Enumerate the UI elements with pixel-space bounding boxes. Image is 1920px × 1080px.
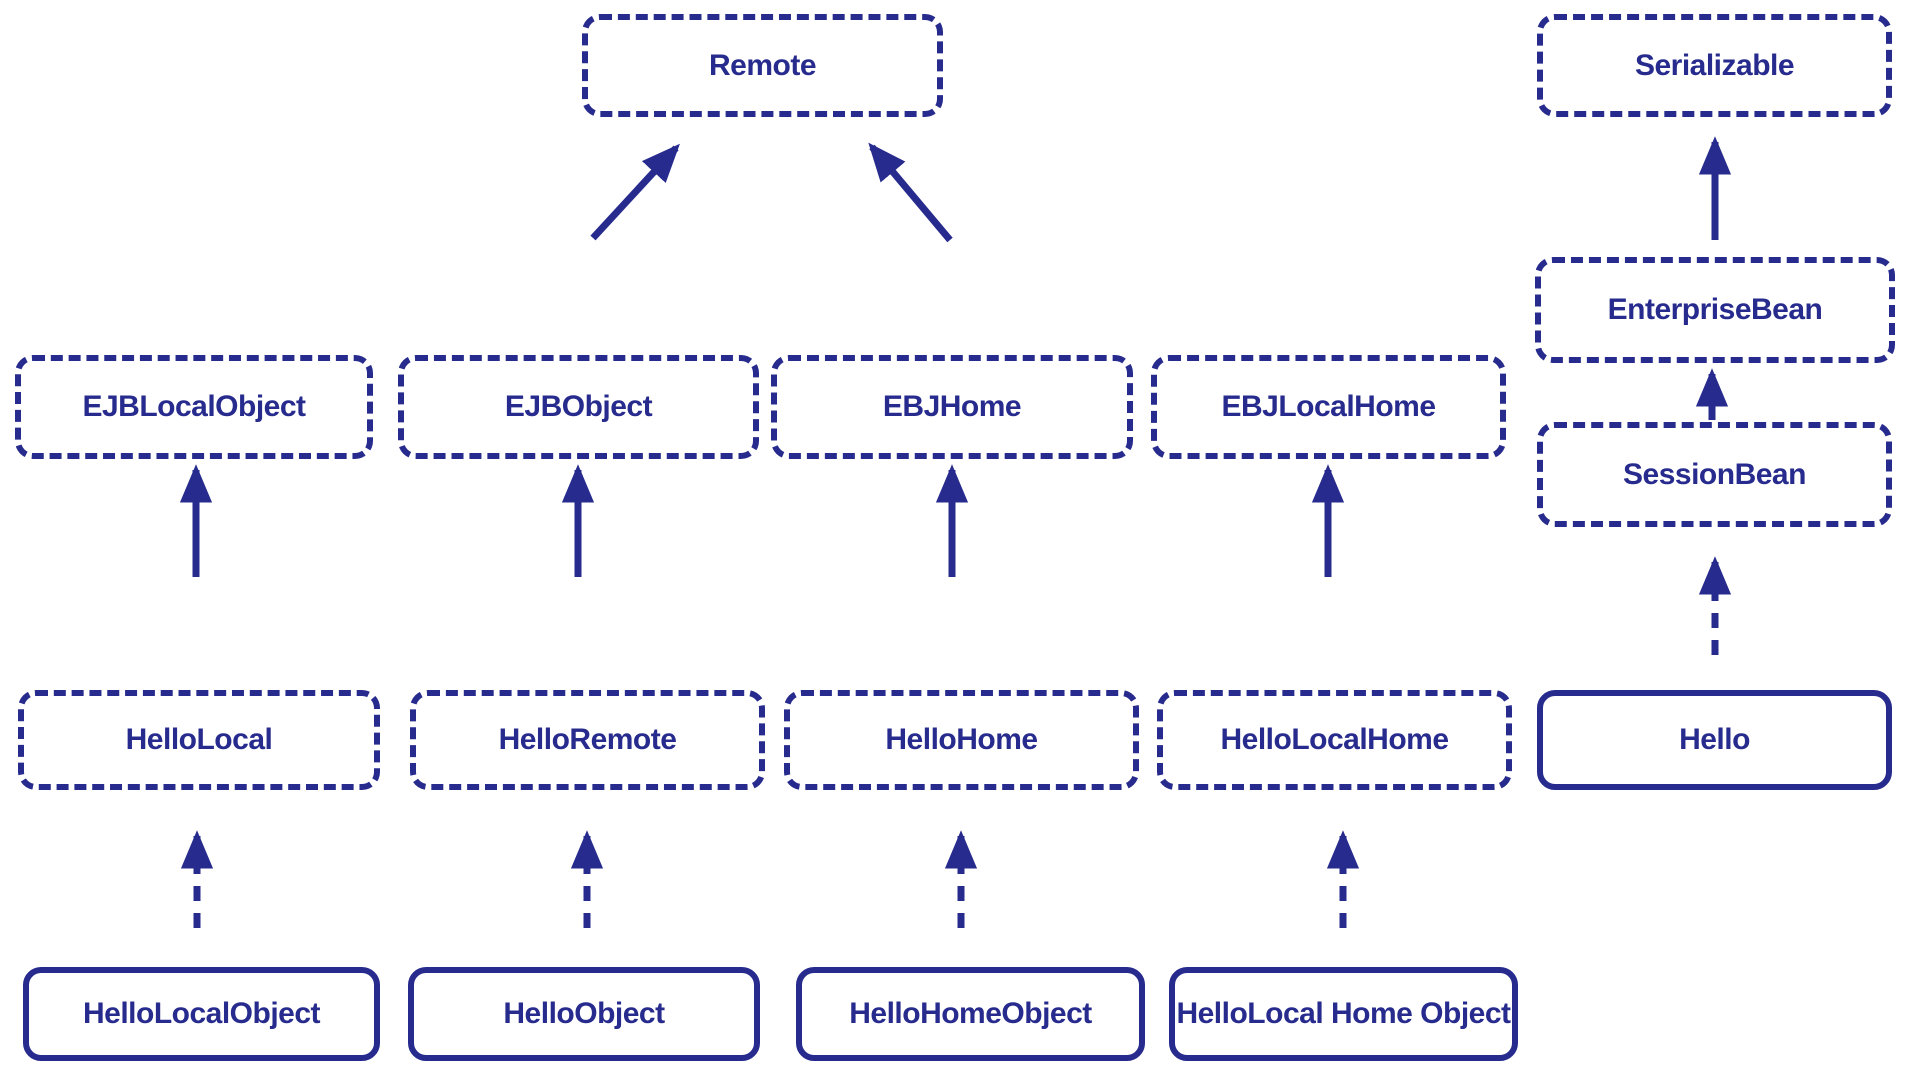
node-hellohome: HelloHome xyxy=(784,690,1139,790)
node-hellolocalhomeobject: HelloLocal Home Object xyxy=(1169,967,1518,1061)
node-serializable: Serializable xyxy=(1537,14,1892,117)
node-hellohomeobject: HelloHomeObject xyxy=(796,967,1145,1061)
node-remote: Remote xyxy=(582,14,943,117)
node-hellolocal: HelloLocal xyxy=(18,690,380,790)
node-hello: Hello xyxy=(1537,690,1892,790)
node-ebjhome: EBJHome xyxy=(771,355,1133,459)
node-hellolocalobject: HelloLocalObject xyxy=(23,967,380,1061)
node-ebjlocalhome: EBJLocalHome xyxy=(1151,355,1506,459)
node-ejbobject: EJBObject xyxy=(398,355,759,459)
node-helloremote: HelloRemote xyxy=(410,690,765,790)
node-ejblocalobject: EJBLocalObject xyxy=(15,355,373,459)
edge-ejbobject-remote xyxy=(590,143,680,241)
node-enterprisebean: EnterpriseBean xyxy=(1535,257,1895,363)
node-helloobject: HelloObject xyxy=(408,967,760,1061)
node-sessionbean: SessionBean xyxy=(1537,422,1892,527)
edge-ebjhome-remote xyxy=(868,142,953,243)
node-hellolocalhome: HelloLocalHome xyxy=(1157,690,1512,790)
